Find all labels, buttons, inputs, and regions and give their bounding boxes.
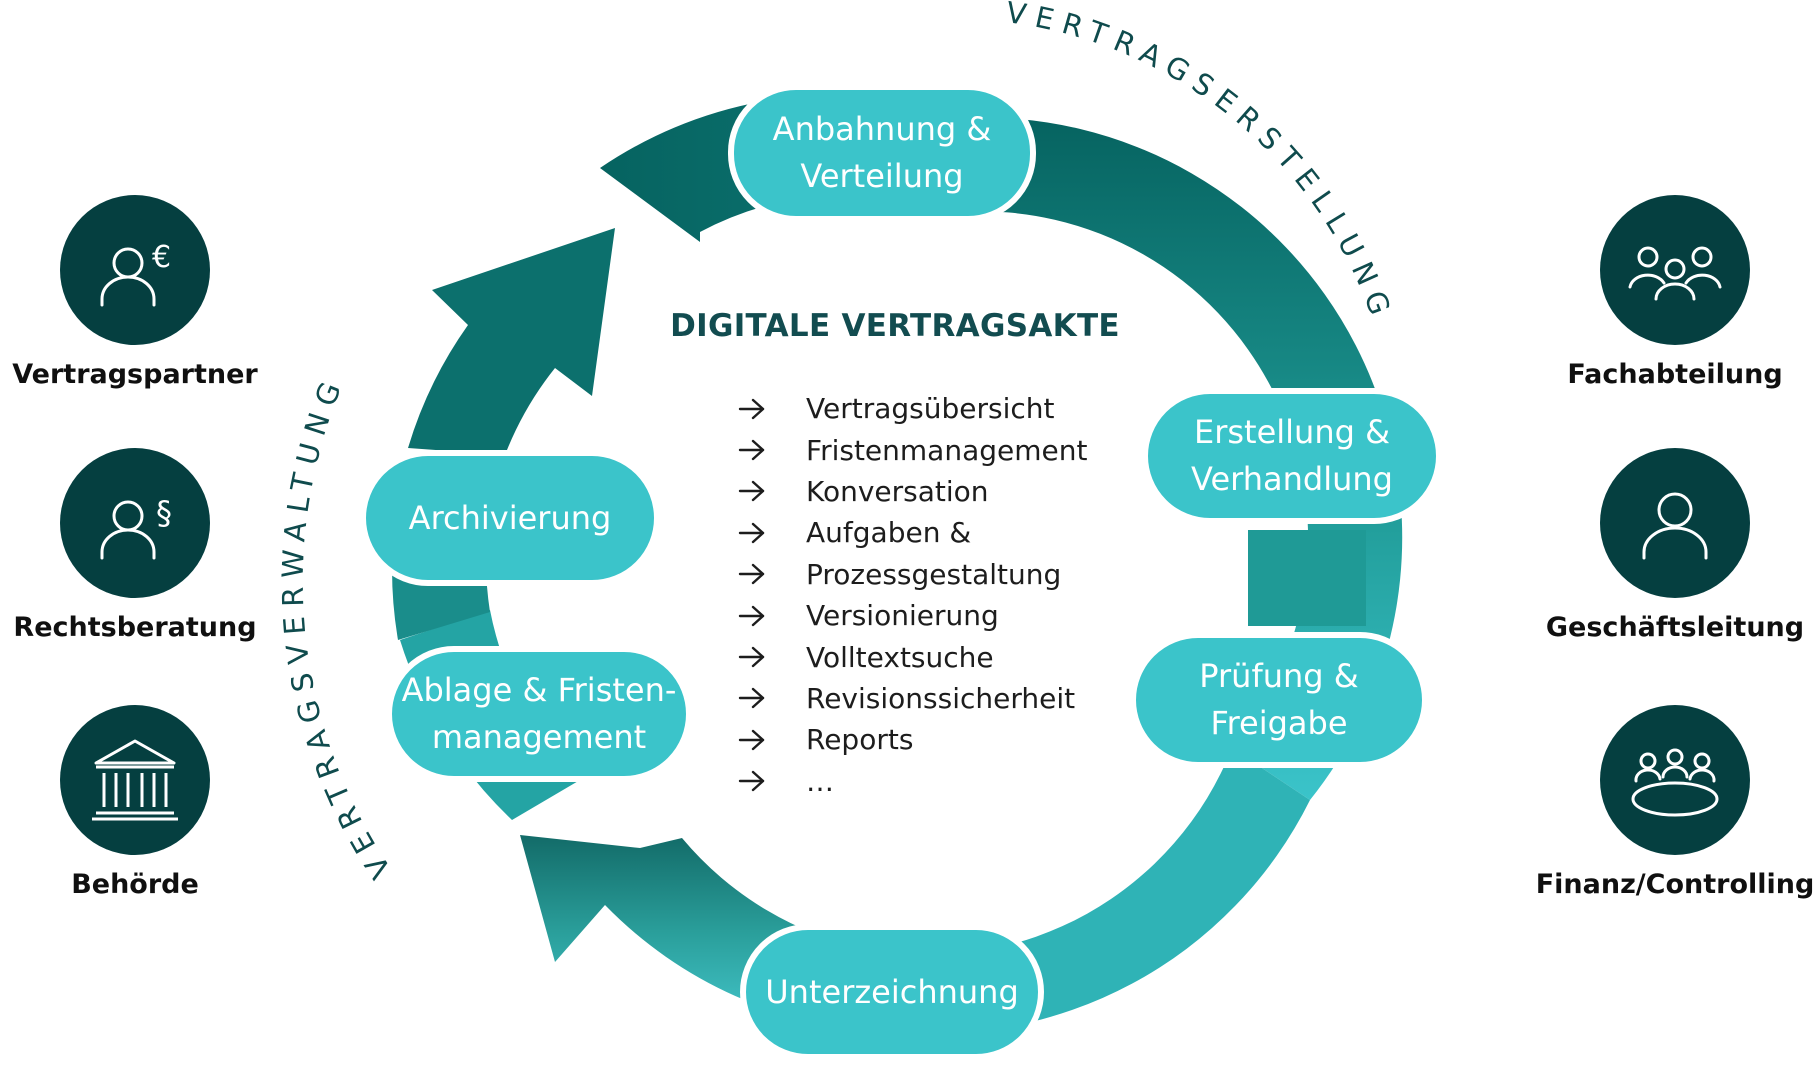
arrow-right-icon — [738, 646, 806, 668]
stage-pruefung: Prüfung & Freigabe — [1130, 632, 1428, 768]
svg-text:€: € — [152, 240, 171, 275]
arrow-right-icon — [738, 729, 806, 751]
feature-label: Aufgaben & — [806, 516, 972, 550]
stakeholder-behoerde: Behörde — [5, 705, 265, 900]
feature-item: Reports — [738, 719, 1087, 760]
feature-label: Vertragsübersicht — [806, 392, 1055, 426]
arrow-right-icon — [738, 605, 806, 627]
feature-item: … — [738, 761, 1087, 802]
feature-item: Versionierung — [738, 595, 1087, 636]
feature-label: Volltextsuche — [806, 640, 994, 674]
arrow-right-icon — [738, 480, 806, 502]
svg-text:§: § — [156, 494, 172, 532]
person-icon — [1642, 492, 1708, 560]
arrow-right-icon — [738, 563, 806, 585]
team-icon — [1628, 246, 1722, 301]
stakeholder-finanz-controlling: Finanz/Controlling — [1536, 705, 1814, 900]
stakeholder-vertragspartner: € Vertragspartner — [5, 195, 265, 390]
feature-item: Revisionssicherheit — [738, 678, 1087, 719]
stakeholder-rechtsberatung: § Rechtsberatung — [5, 448, 265, 643]
arrow-upper-left — [408, 228, 615, 455]
stage-anbahnung: Anbahnung & Verteilung — [728, 84, 1036, 222]
feature-label: Versionierung — [806, 599, 999, 633]
person-paragraph-icon: § — [100, 494, 172, 560]
feature-item: Vertragsübersicht — [738, 388, 1087, 429]
meeting-table-icon — [1631, 748, 1719, 817]
arrow-right-icon — [738, 687, 806, 709]
phase-label-verwaltung: VERTRAGSVERWALTUNG — [276, 369, 398, 885]
ring-segment-right — [960, 117, 1403, 800]
arrow-right-icon — [738, 522, 806, 544]
feature-item: Fristenmanagement — [738, 429, 1087, 470]
feature-item: Aufgaben & — [738, 512, 1087, 553]
feature-item: Konversation — [738, 471, 1087, 512]
person-euro-icon: € — [100, 240, 171, 307]
stage-ablage: Ablage & Fristen- management — [386, 646, 692, 782]
stakeholder-geschaeftsleitung: Geschäftsleitung — [1545, 448, 1805, 643]
stage-unterzeichnung: Unterzeichnung — [740, 924, 1044, 1060]
feature-item: Volltextsuche — [738, 636, 1087, 677]
arrow-right-icon — [738, 398, 806, 420]
feature-label: Reports — [806, 723, 914, 757]
stage-erstellung: Erstellung & Verhandlung — [1142, 388, 1442, 524]
feature-label: Fristenmanagement — [806, 433, 1088, 467]
ring-connector-right — [1248, 530, 1366, 626]
feature-label: Konversation — [806, 474, 989, 508]
government-building-icon — [92, 739, 178, 821]
center-title: DIGITALE VERTRAGSAKTE — [670, 308, 1120, 344]
feature-label: Prozessgestaltung — [806, 557, 1062, 591]
stage-archivierung: Archivierung — [360, 450, 660, 586]
arrow-right-icon — [738, 770, 806, 792]
feature-label: … — [806, 764, 834, 798]
arrow-right-icon — [738, 439, 806, 461]
stakeholder-fachabteilung: Fachabteilung — [1545, 195, 1805, 390]
feature-item: Prozessgestaltung — [738, 554, 1087, 595]
feature-label: Revisionssicherheit — [806, 681, 1076, 715]
